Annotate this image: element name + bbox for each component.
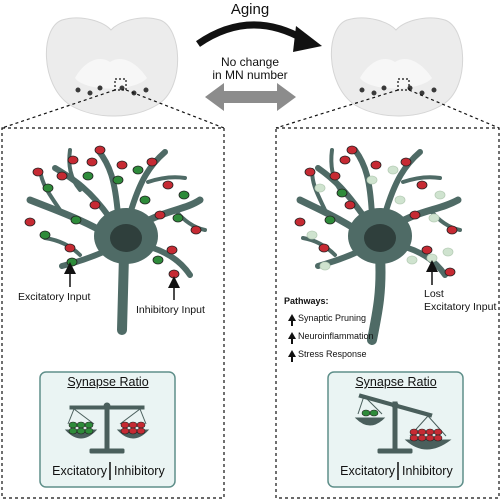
excitatory-label-left: Excitatory xyxy=(52,464,107,478)
synapse-ratio-box-right xyxy=(327,371,464,488)
synapse-ratio-title-right: Synapse Ratio xyxy=(355,375,437,389)
zoom-box-left xyxy=(114,78,127,91)
callout-lines xyxy=(1,89,500,499)
spinal-cord-right xyxy=(330,17,464,117)
no-change-label: No change in MN number xyxy=(200,56,300,82)
synapses-aged xyxy=(294,145,458,277)
lost-label-line1: Lost xyxy=(424,288,444,300)
pathway-neuroinflammation: Neuroinflammation xyxy=(298,331,374,341)
motor-neuron-cluster-left xyxy=(75,85,149,96)
pathway-arrows xyxy=(288,314,296,362)
excitatory-label-right: Excitatory xyxy=(340,464,395,478)
excitatory-input-label: Excitatory Input xyxy=(18,291,91,303)
double-arrow-icon xyxy=(205,83,296,111)
synapse-ratio-box-left xyxy=(39,371,176,488)
input-arrows-left xyxy=(64,262,180,300)
aging-title: Aging xyxy=(230,1,270,18)
no-change-line2: in MN number xyxy=(212,68,288,82)
no-change-line1: No change xyxy=(220,55,280,69)
zoom-box-right xyxy=(397,78,410,91)
spinal-cord-left xyxy=(45,17,179,117)
tilted-balance-scale-icon xyxy=(354,393,452,454)
pathway-stress-response: Stress Response xyxy=(298,349,367,359)
nucleus xyxy=(364,224,396,252)
panel-frame-left xyxy=(1,127,225,499)
inhibitory-label-left: Inhibitory xyxy=(114,464,165,478)
nucleus xyxy=(110,224,142,252)
synapse-ratio-title-left: Synapse Ratio xyxy=(67,375,149,389)
inhibitory-input-label: Inhibitory Input xyxy=(136,304,205,316)
pathway-synaptic-pruning: Synaptic Pruning xyxy=(298,313,367,323)
inhibitory-label-right: Inhibitory xyxy=(402,464,453,478)
lost-label-line2: Excitatory Input xyxy=(424,301,497,313)
pathways-title: Pathways: xyxy=(284,296,329,306)
aging-arrow xyxy=(196,21,322,52)
